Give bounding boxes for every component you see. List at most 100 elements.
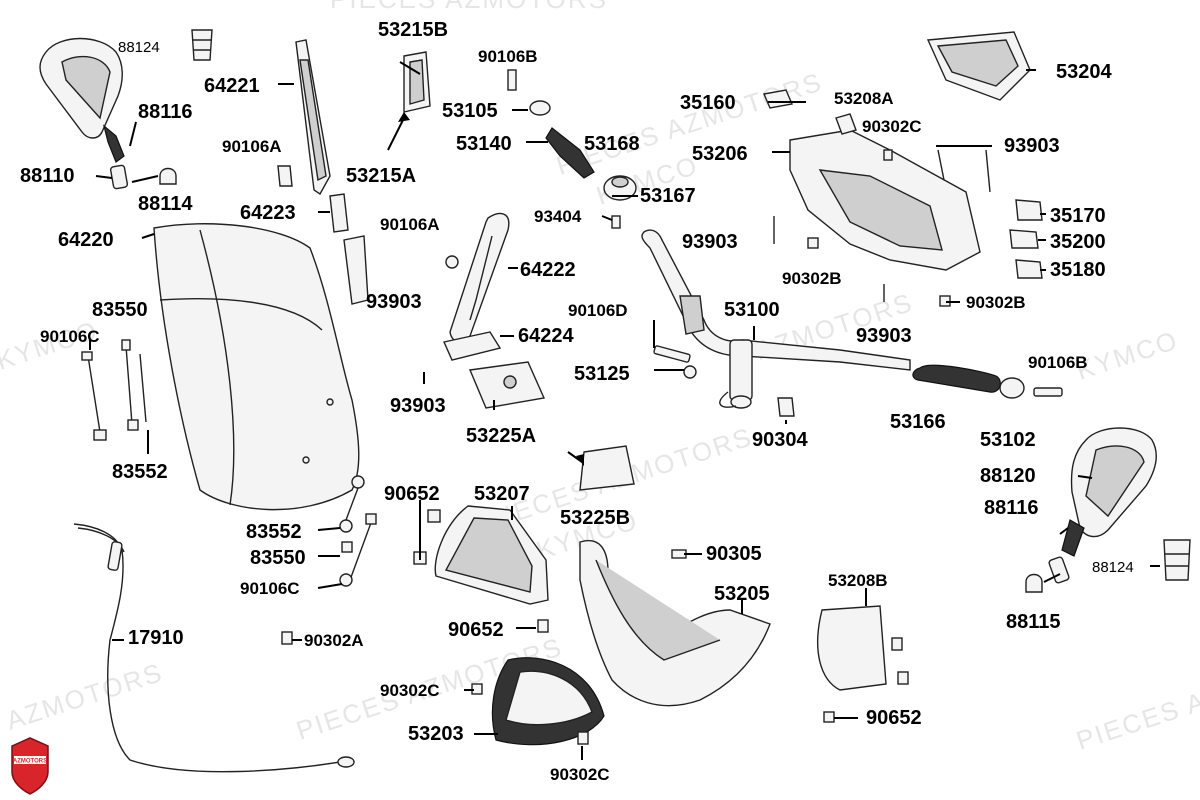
garnish-64222 [449, 212, 510, 343]
label-88124-left: 88124 [118, 39, 160, 56]
grip-53166 [912, 364, 1001, 393]
grip-end-53102 [999, 377, 1025, 399]
label-90106b-right: 90106B [1028, 353, 1088, 372]
label-93903-right: 93903 [856, 325, 912, 347]
clip-53208a [835, 113, 857, 135]
bolts-83550-83552-left [81, 339, 147, 441]
label-88124-right: 88124 [1092, 559, 1134, 576]
label-88114: 88114 [138, 193, 193, 215]
bracket-clip [329, 193, 349, 233]
label-53125: 53125 [574, 363, 630, 385]
label-90304: 90304 [752, 429, 808, 451]
label-17910: 17910 [128, 627, 184, 649]
label-64224: 64224 [518, 325, 574, 347]
label-90106c-left: 90106C [40, 327, 100, 346]
label-53208b: 53208B [828, 571, 888, 590]
gasket-64224 [443, 331, 502, 361]
label-53102: 53102 [980, 429, 1036, 451]
nut-53105 [529, 100, 551, 116]
cover-53225a [469, 361, 546, 409]
svg-text:AZMOTORS: AZMOTORS [3, 657, 167, 736]
label-90106a-left: 90106A [222, 137, 282, 156]
screw-90106b-top [507, 69, 517, 91]
label-88116-left: 88116 [138, 101, 193, 123]
svg-text:KYMCO: KYMCO [1073, 325, 1182, 386]
nut-90304 [777, 397, 795, 417]
panel-53207 [434, 505, 549, 605]
label-90302a: 90302A [304, 631, 364, 650]
screw-90106a-left [277, 165, 293, 187]
label-93903-mid: 93903 [682, 231, 738, 253]
right-mirror [1048, 427, 1157, 584]
label-53215b: 53215B [378, 19, 448, 41]
label-64223: 64223 [240, 202, 296, 224]
label-90652-right: 90652 [866, 707, 922, 729]
label-90106c-center: 90106C [240, 579, 300, 598]
label-90302b-right: 90302B [966, 293, 1026, 312]
left-mirror [39, 37, 137, 190]
label-53206: 53206 [692, 143, 748, 165]
label-53140: 53140 [456, 133, 512, 155]
label-35180: 35180 [1050, 259, 1106, 281]
screws-93903-cluster [773, 149, 991, 307]
switch-35200 [1009, 229, 1039, 249]
label-90652-upper: 90652 [384, 483, 440, 505]
mirror-bracket-53215a [343, 235, 369, 305]
label-64222: 64222 [520, 259, 576, 281]
label-64220: 64220 [58, 229, 114, 251]
label-90106b-top: 90106B [478, 47, 538, 66]
switch-35180 [1015, 259, 1043, 279]
label-88115: 88115 [1006, 611, 1061, 633]
label-88120: 88120 [980, 465, 1036, 487]
grip-53140 [545, 127, 595, 179]
label-83550-center: 83550 [250, 547, 306, 569]
handlebar-53100 [641, 229, 911, 409]
screw-90302a [281, 631, 293, 645]
label-90106a-center: 90106A [380, 215, 440, 234]
cover-53204 [926, 31, 1031, 101]
label-53105: 53105 [442, 100, 498, 122]
label-90302c-bottom: 90302C [550, 765, 610, 784]
cable-17910 [73, 523, 355, 773]
label-53205: 53205 [714, 583, 770, 605]
label-83552-center: 83552 [246, 521, 302, 543]
label-83550-left: 83550 [92, 299, 148, 321]
label-90302c-lower: 90302C [380, 681, 440, 700]
part-labels: 88124 88116 88110 88114 64221 90106A 642… [20, 19, 1134, 784]
screws-90652-right [823, 637, 909, 723]
screw-93404 [611, 215, 621, 229]
left-mirror-nut [131, 167, 177, 185]
meter-housing-53206 [789, 129, 981, 271]
switch-35170 [1015, 199, 1043, 221]
label-53207: 53207 [474, 483, 530, 505]
right-mirror-nut [1025, 573, 1043, 593]
label-93903-center: 93903 [366, 291, 422, 313]
leader-lines [89, 61, 1160, 760]
azmotors-logo: AZMOTORS [11, 737, 49, 795]
front-cover-53203 [491, 657, 605, 746]
label-88116-right: 88116 [984, 497, 1039, 519]
label-35200: 35200 [1050, 231, 1106, 253]
label-64221: 64221 [204, 75, 260, 97]
label-93404: 93404 [534, 207, 582, 226]
label-53208a: 53208A [834, 89, 894, 108]
throttle-housing-53167 [603, 175, 637, 201]
screw-90305 [671, 549, 687, 559]
label-90302c-top: 90302C [862, 117, 922, 136]
label-90305: 90305 [706, 543, 762, 565]
label-90106d: 90106D [568, 301, 628, 320]
clip-53208b [816, 605, 887, 691]
label-53225a: 53225A [466, 425, 536, 447]
svg-text:AZMOTORS: AZMOTORS [13, 759, 47, 765]
label-53166: 53166 [890, 411, 946, 433]
label-53203: 53203 [408, 723, 464, 745]
bolt-53125 [653, 345, 697, 379]
label-53225b: 53225B [560, 507, 630, 529]
label-35160: 35160 [680, 92, 736, 114]
cover-53225b [567, 445, 635, 491]
windshield [153, 223, 360, 511]
screw-90302c-top [883, 149, 893, 161]
svg-text:PIECES AZMOTORS: PIECES AZMOTORS [330, 0, 608, 14]
screw-90106a-center [445, 255, 459, 269]
left-mirror-cap [191, 29, 213, 61]
